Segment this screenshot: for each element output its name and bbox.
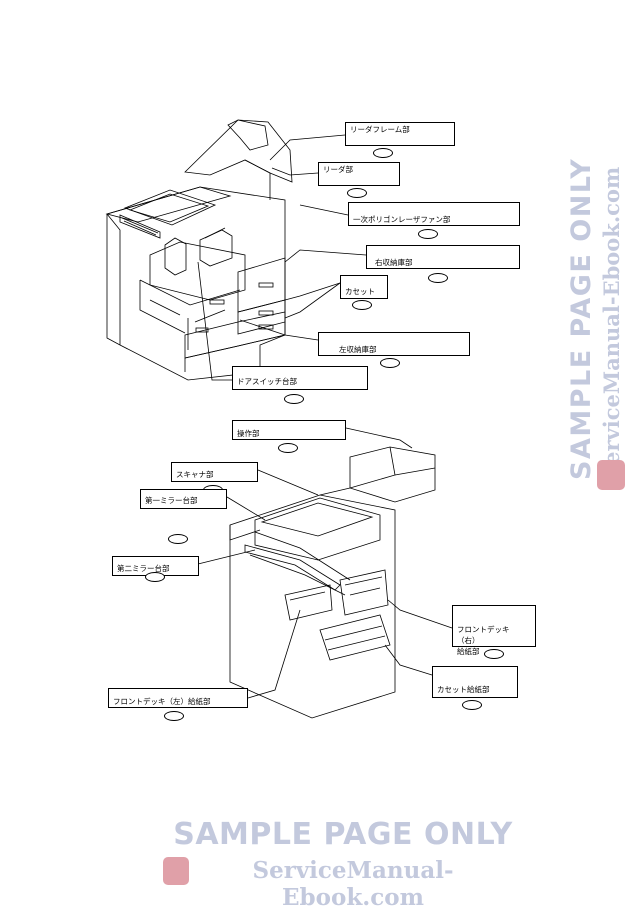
ref-oval-left-storage <box>380 358 400 368</box>
watermark-logo-icon <box>597 460 625 490</box>
reader-frame <box>184 119 293 183</box>
leader-polygon-fan <box>299 204 349 216</box>
ref-oval-cassette <box>352 300 372 310</box>
label-cassette: カセット <box>340 275 388 299</box>
upper-top-panel <box>105 186 232 223</box>
label-reader-frame: リーダフレーム部 <box>345 122 455 146</box>
ref-oval-right-storage <box>428 273 448 283</box>
first-mirror-rail <box>254 497 381 561</box>
ref-oval-polygon-fan <box>418 229 438 239</box>
leader-operation <box>345 427 413 449</box>
upper-cabinet-front-edge <box>106 213 121 345</box>
label-right-storage: 右収納庫部 <box>366 245 520 269</box>
side-watermark: SAMPLE PAGE ONLY ServiceManual-Ebook.com <box>566 157 624 480</box>
second-mirror-rail <box>244 544 341 591</box>
label-first-mirror-base: 第一ミラー台部 <box>140 489 227 509</box>
bottom-watermark-line1: SAMPLE PAGE ONLY <box>173 817 513 852</box>
label-left-storage: 左収納庫部 <box>318 332 470 356</box>
leader-reader-frame <box>269 134 346 161</box>
leader-front-deck-right <box>387 599 453 629</box>
front-deck-left-unit <box>284 584 333 621</box>
leader-cassette <box>284 282 341 301</box>
label-front-deck-left: フロントデッキ（左）給紙部 <box>108 688 248 708</box>
label-cassette-feed: カセット給紙部 <box>432 666 518 698</box>
leader-reader <box>271 167 319 176</box>
platen-glass <box>123 189 217 226</box>
ref-oval-front-deck-left <box>164 711 184 721</box>
label-door-switch-base: ドアスイッチ台部 <box>232 366 368 390</box>
label-operation: 操作部 <box>232 420 346 440</box>
watermark-logo-icon-bottom <box>163 857 189 885</box>
upper-internal-unit <box>149 241 246 301</box>
leader-cassette-feed <box>384 644 433 676</box>
leader-scanner <box>257 469 319 496</box>
ref-oval-second-mirror <box>145 572 165 582</box>
ref-oval-reader-frame <box>373 148 393 158</box>
ref-oval-door-switch <box>284 394 304 404</box>
leader-second-mirror <box>197 549 256 565</box>
ref-oval-first-mirror <box>168 534 188 544</box>
leader-left-storage <box>239 319 319 341</box>
ref-oval-cassette-feed <box>462 700 482 710</box>
leader-front-deck-left <box>247 609 301 699</box>
label-primary-polygon-fan: 一次ポリゴンレーザファン部 <box>348 202 520 226</box>
bottom-watermark-line2: ServiceManual-Ebook.com <box>252 857 454 911</box>
label-front-deck-right: フロントデッキ（右）給紙部 <box>452 605 536 656</box>
lower-operation-panel <box>349 446 436 503</box>
leader-first-mirror <box>226 496 266 521</box>
front-deck-right-unit <box>339 569 389 616</box>
reader-frame-arm <box>227 119 269 151</box>
ref-oval-front-deck-right <box>484 649 504 659</box>
ref-oval-reader <box>347 188 367 198</box>
upper-cabinet-outline <box>106 186 286 381</box>
label-scanner: スキャナ部 <box>171 462 258 482</box>
label-reader: リーダ部 <box>318 162 400 186</box>
cassette-feed-unit <box>319 614 391 661</box>
leader-right-storage <box>284 249 367 263</box>
leader-door-switch <box>197 261 232 381</box>
ref-oval-operation <box>278 443 298 453</box>
right-drawer-3 <box>184 311 286 359</box>
